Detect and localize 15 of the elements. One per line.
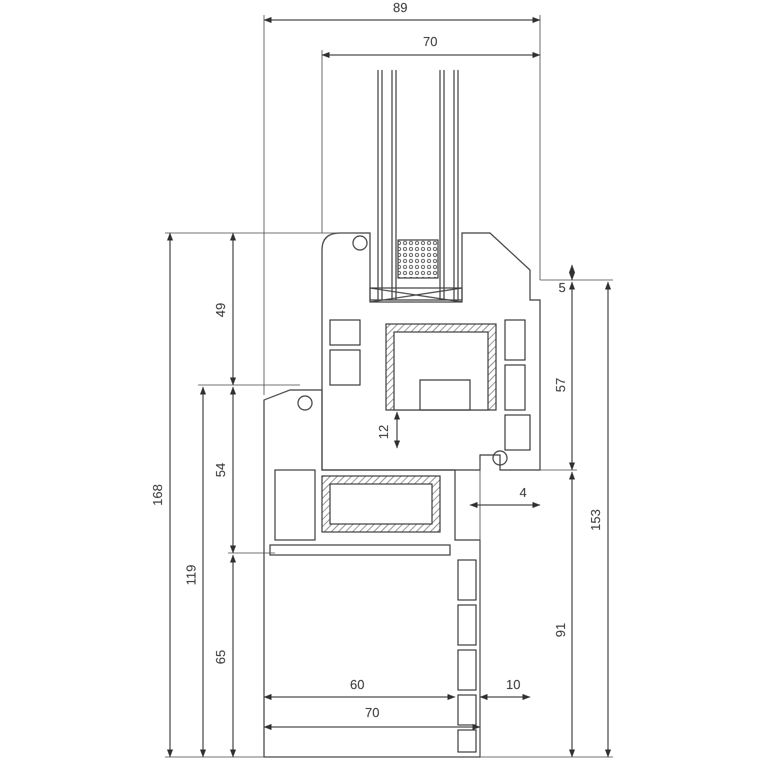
dimension-label: 119 — [184, 564, 198, 586]
dimension-label: 60 — [349, 678, 366, 692]
dimension-label: 153 — [588, 508, 603, 532]
dimension-label: 91 — [554, 622, 568, 638]
dimension-label: 57 — [554, 376, 568, 394]
dimension-label: 89 — [392, 1, 408, 15]
dimension-label: 54 — [214, 462, 228, 478]
dimension-label: 168 — [150, 483, 165, 507]
dimension-label: 70 — [364, 706, 380, 720]
dimension-label: 70 — [422, 35, 438, 49]
dimension-label: 5 — [558, 281, 567, 295]
dimension-label: 65 — [214, 648, 228, 666]
dimension-label: 10 — [505, 678, 522, 692]
dimension-label: 49 — [214, 302, 228, 318]
dimension-label: 4 — [518, 486, 528, 500]
